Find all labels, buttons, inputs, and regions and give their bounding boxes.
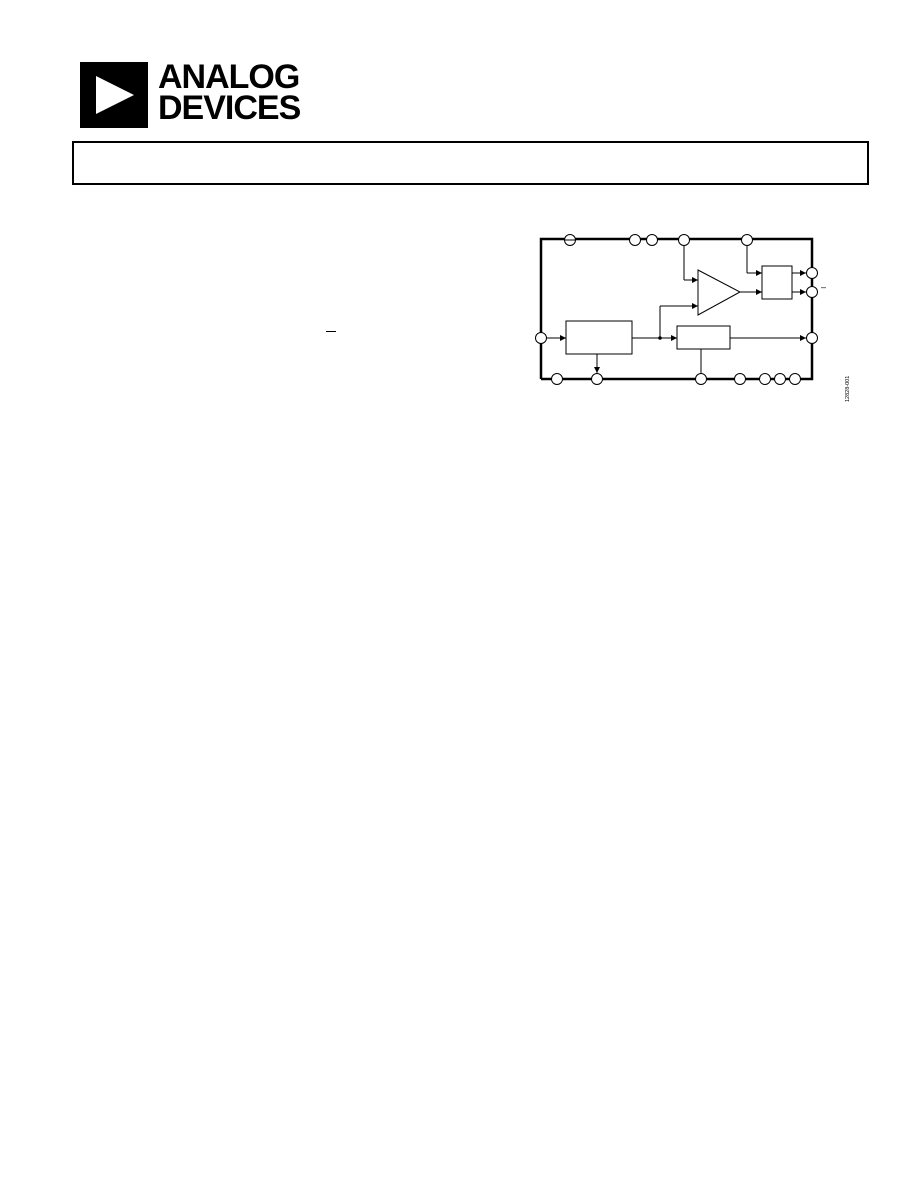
pin-right-1 (806, 267, 818, 279)
pin-bottom-4 (734, 373, 746, 385)
arrow-down-to-pin-b2 (594, 367, 600, 373)
pin-top-2 (629, 234, 641, 246)
figure-id-label: 12828-001 (845, 376, 850, 402)
analog-devices-triangle-icon (80, 62, 148, 128)
wire-junction-dot (658, 336, 662, 340)
arrow-into-left-block (560, 335, 566, 341)
middle-block (676, 325, 731, 350)
pin-bottom-7 (789, 373, 801, 385)
output-minus-sign: – (821, 282, 826, 292)
pin-bottom-5 (759, 373, 771, 385)
pin-bottom-3 (695, 373, 707, 385)
output-block (761, 265, 793, 300)
arrow-to-amp-lower (692, 303, 698, 309)
pin-bottom-6 (774, 373, 786, 385)
arrow-to-output-lower (756, 289, 762, 295)
analog-devices-logo: ANALOG DEVICES (80, 58, 320, 130)
logo-wordmark: ANALOG DEVICES (158, 58, 301, 127)
pin-left-1 (535, 332, 547, 344)
functional-block-diagram: – 12828-001 (535, 234, 850, 402)
pin-right-3 (806, 332, 818, 344)
amplifier-triangle (697, 269, 742, 316)
title-box (72, 141, 869, 185)
left-block (565, 320, 633, 355)
arrow-to-pin-r2 (800, 289, 806, 295)
logo-line-analog: ANALOG (158, 58, 300, 96)
logo-line-devices: DEVICES (158, 89, 301, 127)
overbar-mark (326, 331, 336, 332)
arrow-to-amp-upper (692, 277, 698, 283)
pin-top-5 (741, 234, 753, 246)
pin-top-4 (678, 234, 690, 246)
pin-top-3 (646, 234, 658, 246)
pin-right-2 (806, 286, 818, 298)
pin-bottom-1 (551, 373, 563, 385)
arrow-to-output-upper (756, 270, 762, 276)
arrow-to-pin-r3 (800, 335, 806, 341)
chip-outline (539, 237, 814, 381)
arrow-to-pin-r1 (800, 270, 806, 276)
arrow-into-middle-block (671, 335, 677, 341)
pin-bottom-2 (591, 373, 603, 385)
